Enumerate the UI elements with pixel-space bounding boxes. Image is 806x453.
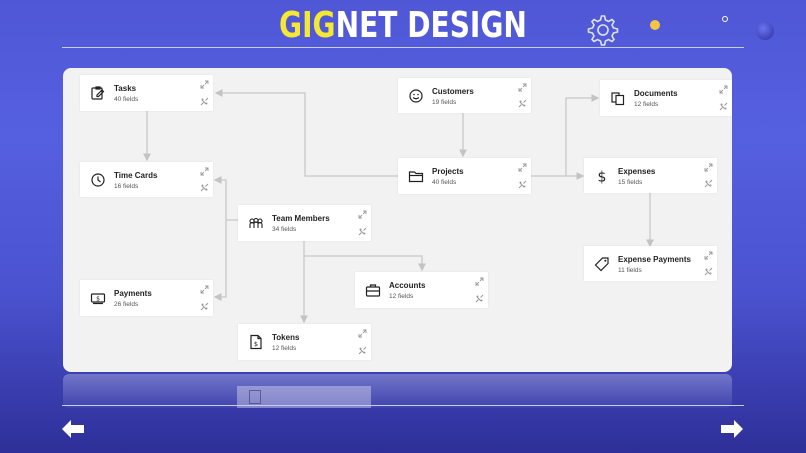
svg-text:$: $ — [96, 296, 100, 303]
table-name: Expense Payments — [618, 255, 691, 264]
expand-icon[interactable] — [200, 80, 209, 89]
field-count: 40 fields — [432, 179, 457, 186]
reflected-card — [237, 386, 371, 408]
table-card-expense-payments[interactable]: Expense Payments 11 fields — [584, 246, 717, 281]
table-card-tokens[interactable]: $ Tokens 12 fields — [238, 324, 371, 360]
table-card-expenses[interactable]: $ Expenses 15 fields — [584, 158, 717, 193]
link-icon[interactable] — [475, 294, 484, 303]
table-card-tasks[interactable]: Tasks 40 fields — [80, 75, 213, 111]
briefcase-icon — [365, 284, 381, 297]
svg-text:$: $ — [254, 340, 258, 348]
link-icon[interactable] — [200, 97, 209, 106]
expand-icon[interactable] — [719, 85, 728, 94]
table-name: Time Cards — [114, 171, 158, 180]
table-card-projects[interactable]: Projects 40 fields — [398, 158, 531, 194]
field-count: 12 fields — [389, 293, 414, 300]
link-icon[interactable] — [200, 183, 209, 192]
table-name: Tasks — [114, 84, 137, 93]
link-icon[interactable] — [704, 267, 713, 276]
expand-icon[interactable] — [475, 277, 484, 286]
documents-icon — [611, 92, 625, 106]
table-name: Customers — [432, 87, 474, 96]
link-icon[interactable] — [358, 227, 367, 236]
task-edit-icon — [91, 86, 105, 100]
field-count: 11 fields — [618, 267, 642, 274]
link-icon[interactable] — [358, 346, 367, 355]
field-count: 40 fields — [114, 96, 139, 103]
dollar-icon: $ — [598, 170, 607, 185]
link-icon[interactable] — [518, 99, 527, 108]
expand-icon[interactable] — [200, 285, 209, 294]
field-count: 26 fields — [114, 301, 139, 308]
table-name: Projects — [432, 167, 464, 176]
table-card-documents[interactable]: Documents 12 fields — [600, 80, 732, 116]
tag-icon — [594, 257, 609, 272]
smiley-icon — [409, 89, 423, 103]
title-rest: NET DESIGN — [335, 5, 527, 46]
expand-icon[interactable] — [704, 251, 713, 260]
expand-icon[interactable] — [518, 163, 527, 172]
svg-text:$: $ — [598, 170, 607, 185]
table-name: Accounts — [389, 281, 426, 290]
table-card-customers[interactable]: Customers 19 fields — [398, 78, 531, 113]
field-count: 34 fields — [272, 226, 297, 233]
field-count: 12 fields — [272, 345, 297, 352]
link-icon[interactable] — [518, 180, 527, 189]
team-icon — [249, 217, 263, 228]
sphere-decoration — [756, 22, 774, 40]
expand-icon[interactable] — [200, 167, 209, 176]
field-count: 16 fields — [114, 183, 139, 190]
link-icon[interactable] — [704, 179, 713, 188]
field-count: 15 fields — [618, 179, 643, 186]
arrow-right-icon[interactable] — [721, 420, 743, 438]
schema-canvas — [63, 68, 732, 372]
expand-icon[interactable] — [358, 329, 367, 338]
clock-icon — [91, 173, 105, 187]
title-highlight: GIG — [279, 5, 336, 46]
yellow-dot — [650, 20, 660, 30]
top-divider — [62, 47, 744, 48]
expand-icon[interactable] — [518, 83, 527, 92]
table-card-accounts[interactable]: Accounts 12 fields — [355, 272, 488, 308]
link-icon[interactable] — [719, 102, 728, 111]
expand-icon[interactable] — [358, 210, 367, 219]
folder-icon — [408, 171, 424, 183]
field-count: 19 fields — [432, 99, 457, 106]
field-count: 12 fields — [634, 101, 659, 108]
bottom-divider — [62, 405, 744, 406]
link-icon[interactable] — [200, 302, 209, 311]
table-name: Expenses — [618, 167, 656, 176]
ring-dot — [722, 16, 728, 22]
canvas-reflection — [63, 374, 732, 408]
page-title: GIGNET DESIGN — [89, 4, 718, 48]
arrow-left-icon[interactable] — [62, 420, 84, 438]
table-card-time-cards[interactable]: Time Cards 16 fields — [80, 162, 213, 197]
table-name: Team Members — [272, 214, 330, 223]
table-name: Documents — [634, 89, 678, 98]
cash-icon: $ — [90, 293, 106, 305]
gear-icon[interactable] — [585, 12, 621, 48]
table-name: Payments — [114, 289, 152, 298]
table-card-team-members[interactable]: Team Members 34 fields — [238, 205, 371, 241]
table-card-payments[interactable]: $ Payments 26 fields — [80, 280, 213, 316]
table-name: Tokens — [272, 333, 300, 342]
dollar-document-icon: $ — [250, 334, 262, 350]
expand-icon[interactable] — [704, 163, 713, 172]
